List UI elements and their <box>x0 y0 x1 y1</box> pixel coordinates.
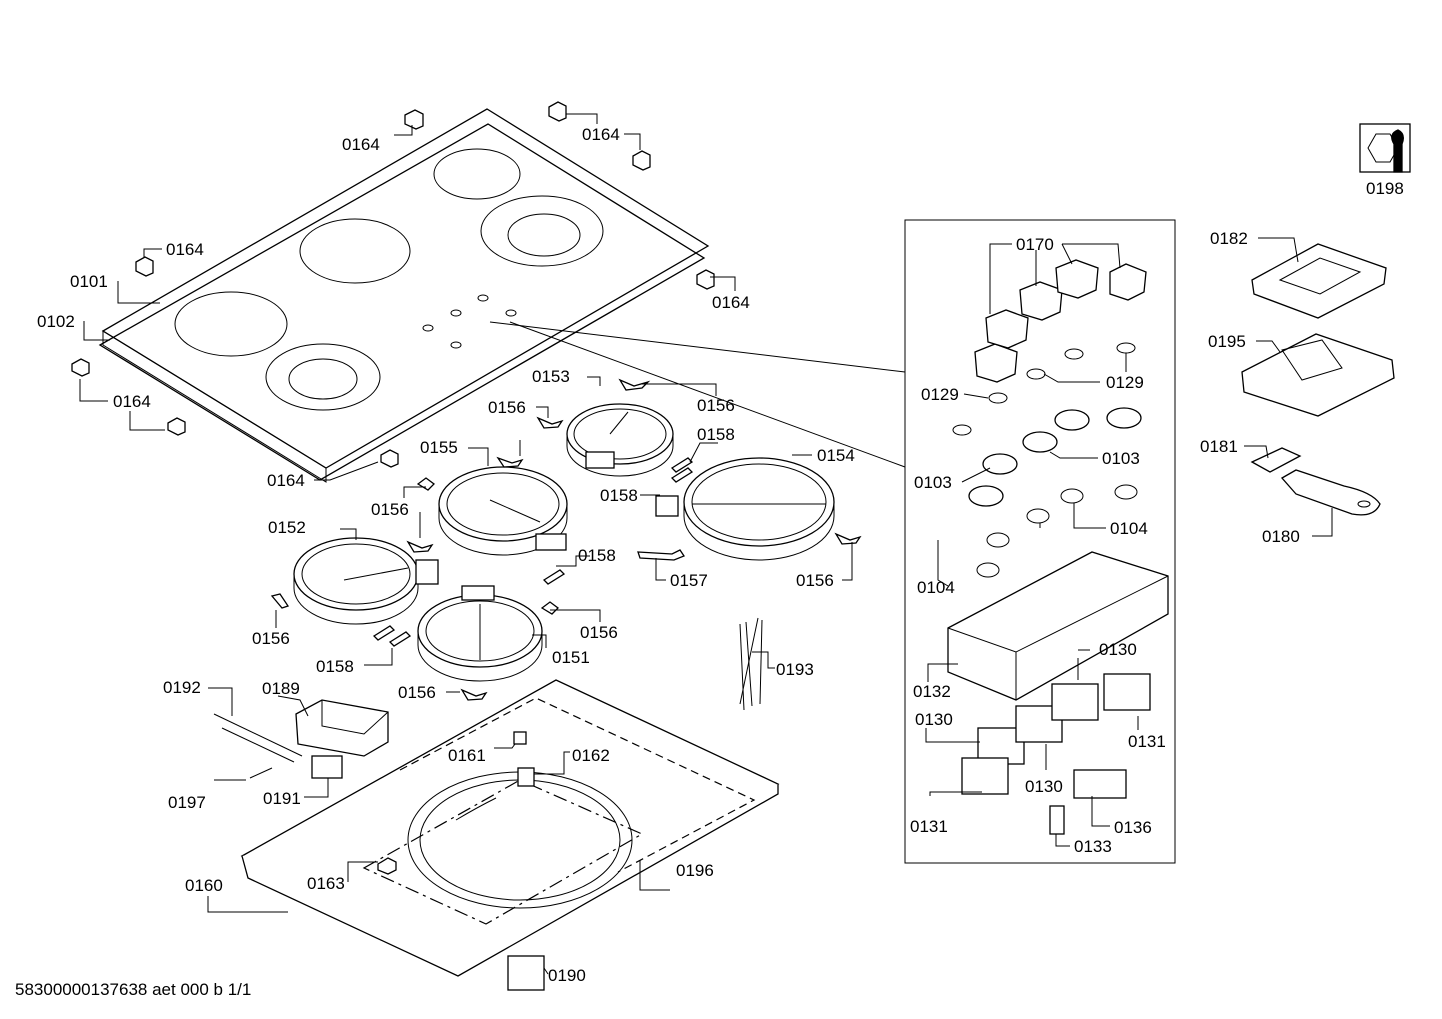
label-0129-a: 0129 <box>921 385 959 404</box>
label-0130-c: 0130 <box>1025 777 1063 796</box>
label-0160: 0160 <box>185 876 223 895</box>
label-0162: 0162 <box>572 746 610 765</box>
switches-0130-0131 <box>961 673 1151 835</box>
label-0130-a: 0130 <box>1099 640 1137 659</box>
bag-0182 <box>1251 243 1387 319</box>
label-0104-a: 0104 <box>1110 519 1148 538</box>
label-0103-b: 0103 <box>914 473 952 492</box>
label-0158-d: 0158 <box>316 657 354 676</box>
label-0164-c: 0164 <box>166 240 204 259</box>
label-0156-e: 0156 <box>252 629 290 648</box>
label-0156-b: 0156 <box>697 396 735 415</box>
label-0154: 0154 <box>817 446 855 465</box>
label-0196: 0196 <box>676 861 714 880</box>
clip-0163 <box>377 857 397 875</box>
label-0192: 0192 <box>163 678 201 697</box>
label-0158-c: 0158 <box>578 546 616 565</box>
label-0102: 0102 <box>37 312 75 331</box>
wire-set-0193 <box>739 617 763 711</box>
label-0191: 0191 <box>263 789 301 808</box>
glass-top-0101 <box>98 108 710 483</box>
label-0170: 0170 <box>1016 235 1054 254</box>
label-0182: 0182 <box>1210 229 1248 248</box>
label-0198: 0198 <box>1366 179 1404 198</box>
connector-0162 <box>517 767 535 787</box>
heating-element-0154 <box>655 457 835 561</box>
label-0133: 0133 <box>1074 837 1112 856</box>
heating-element-0153 <box>566 403 674 477</box>
label-0164-b: 0164 <box>582 125 620 144</box>
label-0157: 0157 <box>670 571 708 590</box>
label-0104-b: 0104 <box>917 578 955 597</box>
heating-element-0152 <box>293 537 439 625</box>
label-0158-a: 0158 <box>697 425 735 444</box>
control-panel-detail-box <box>904 219 1176 864</box>
label-0101: 0101 <box>70 272 108 291</box>
scraper-0180-0181 <box>1250 447 1381 516</box>
label-0156-g: 0156 <box>398 683 436 702</box>
label-0153: 0153 <box>532 367 570 386</box>
label-0181: 0181 <box>1200 437 1238 456</box>
label-0164-d: 0164 <box>712 293 750 312</box>
label-0164-e: 0164 <box>113 392 151 411</box>
label-0156-d: 0156 <box>796 571 834 590</box>
label-0103-a: 0103 <box>1102 449 1140 468</box>
label-0195: 0195 <box>1208 332 1246 351</box>
label-0132: 0132 <box>913 682 951 701</box>
label-0131-b: 0131 <box>910 817 948 836</box>
heating-element-0151 <box>417 585 543 682</box>
label-0193: 0193 <box>776 660 814 679</box>
label-0156-a: 0156 <box>488 398 526 417</box>
knobs-0170 <box>974 259 1147 383</box>
label-0156-f: 0156 <box>580 623 618 642</box>
tool-icon-0198 <box>1359 123 1411 173</box>
label-0180: 0180 <box>1262 527 1300 546</box>
label-0158-b: 0158 <box>600 486 638 505</box>
label-0161: 0161 <box>448 746 486 765</box>
wire-set-0192-0197 <box>213 713 303 779</box>
heating-element-0155 <box>438 466 568 556</box>
label-0164-a: 0164 <box>342 135 380 154</box>
label-0189: 0189 <box>262 679 300 698</box>
label-0130-b: 0130 <box>915 710 953 729</box>
label-0136: 0136 <box>1114 818 1152 837</box>
label-0190: 0190 <box>548 966 586 985</box>
label-0155: 0155 <box>420 438 458 457</box>
clip-0164-icons <box>71 101 715 468</box>
label-0197: 0197 <box>168 793 206 812</box>
label-0129-b: 0129 <box>1106 373 1144 392</box>
drawing-number-footer: 58300000137638 aet 000 b 1/1 <box>15 980 252 999</box>
label-0164-f: 0164 <box>267 471 305 490</box>
label-0151: 0151 <box>552 648 590 667</box>
label-0163: 0163 <box>307 874 345 893</box>
part-labels: 0164 0164 0164 0101 0164 0102 0164 0164 … <box>37 125 1404 985</box>
bottom-tray-0160 <box>240 679 780 991</box>
connector-0161 <box>513 731 527 745</box>
o-rings-0104 <box>976 484 1138 578</box>
bag-0195 <box>1241 333 1395 417</box>
label-0152: 0152 <box>268 518 306 537</box>
bracket-icons <box>270 378 862 701</box>
label-0156-c: 0156 <box>371 500 409 519</box>
label-0131-a: 0131 <box>1128 732 1166 751</box>
rings-0103 <box>968 407 1142 507</box>
bracket-0189 <box>295 699 389 779</box>
knob-holder-0132 <box>947 551 1169 701</box>
